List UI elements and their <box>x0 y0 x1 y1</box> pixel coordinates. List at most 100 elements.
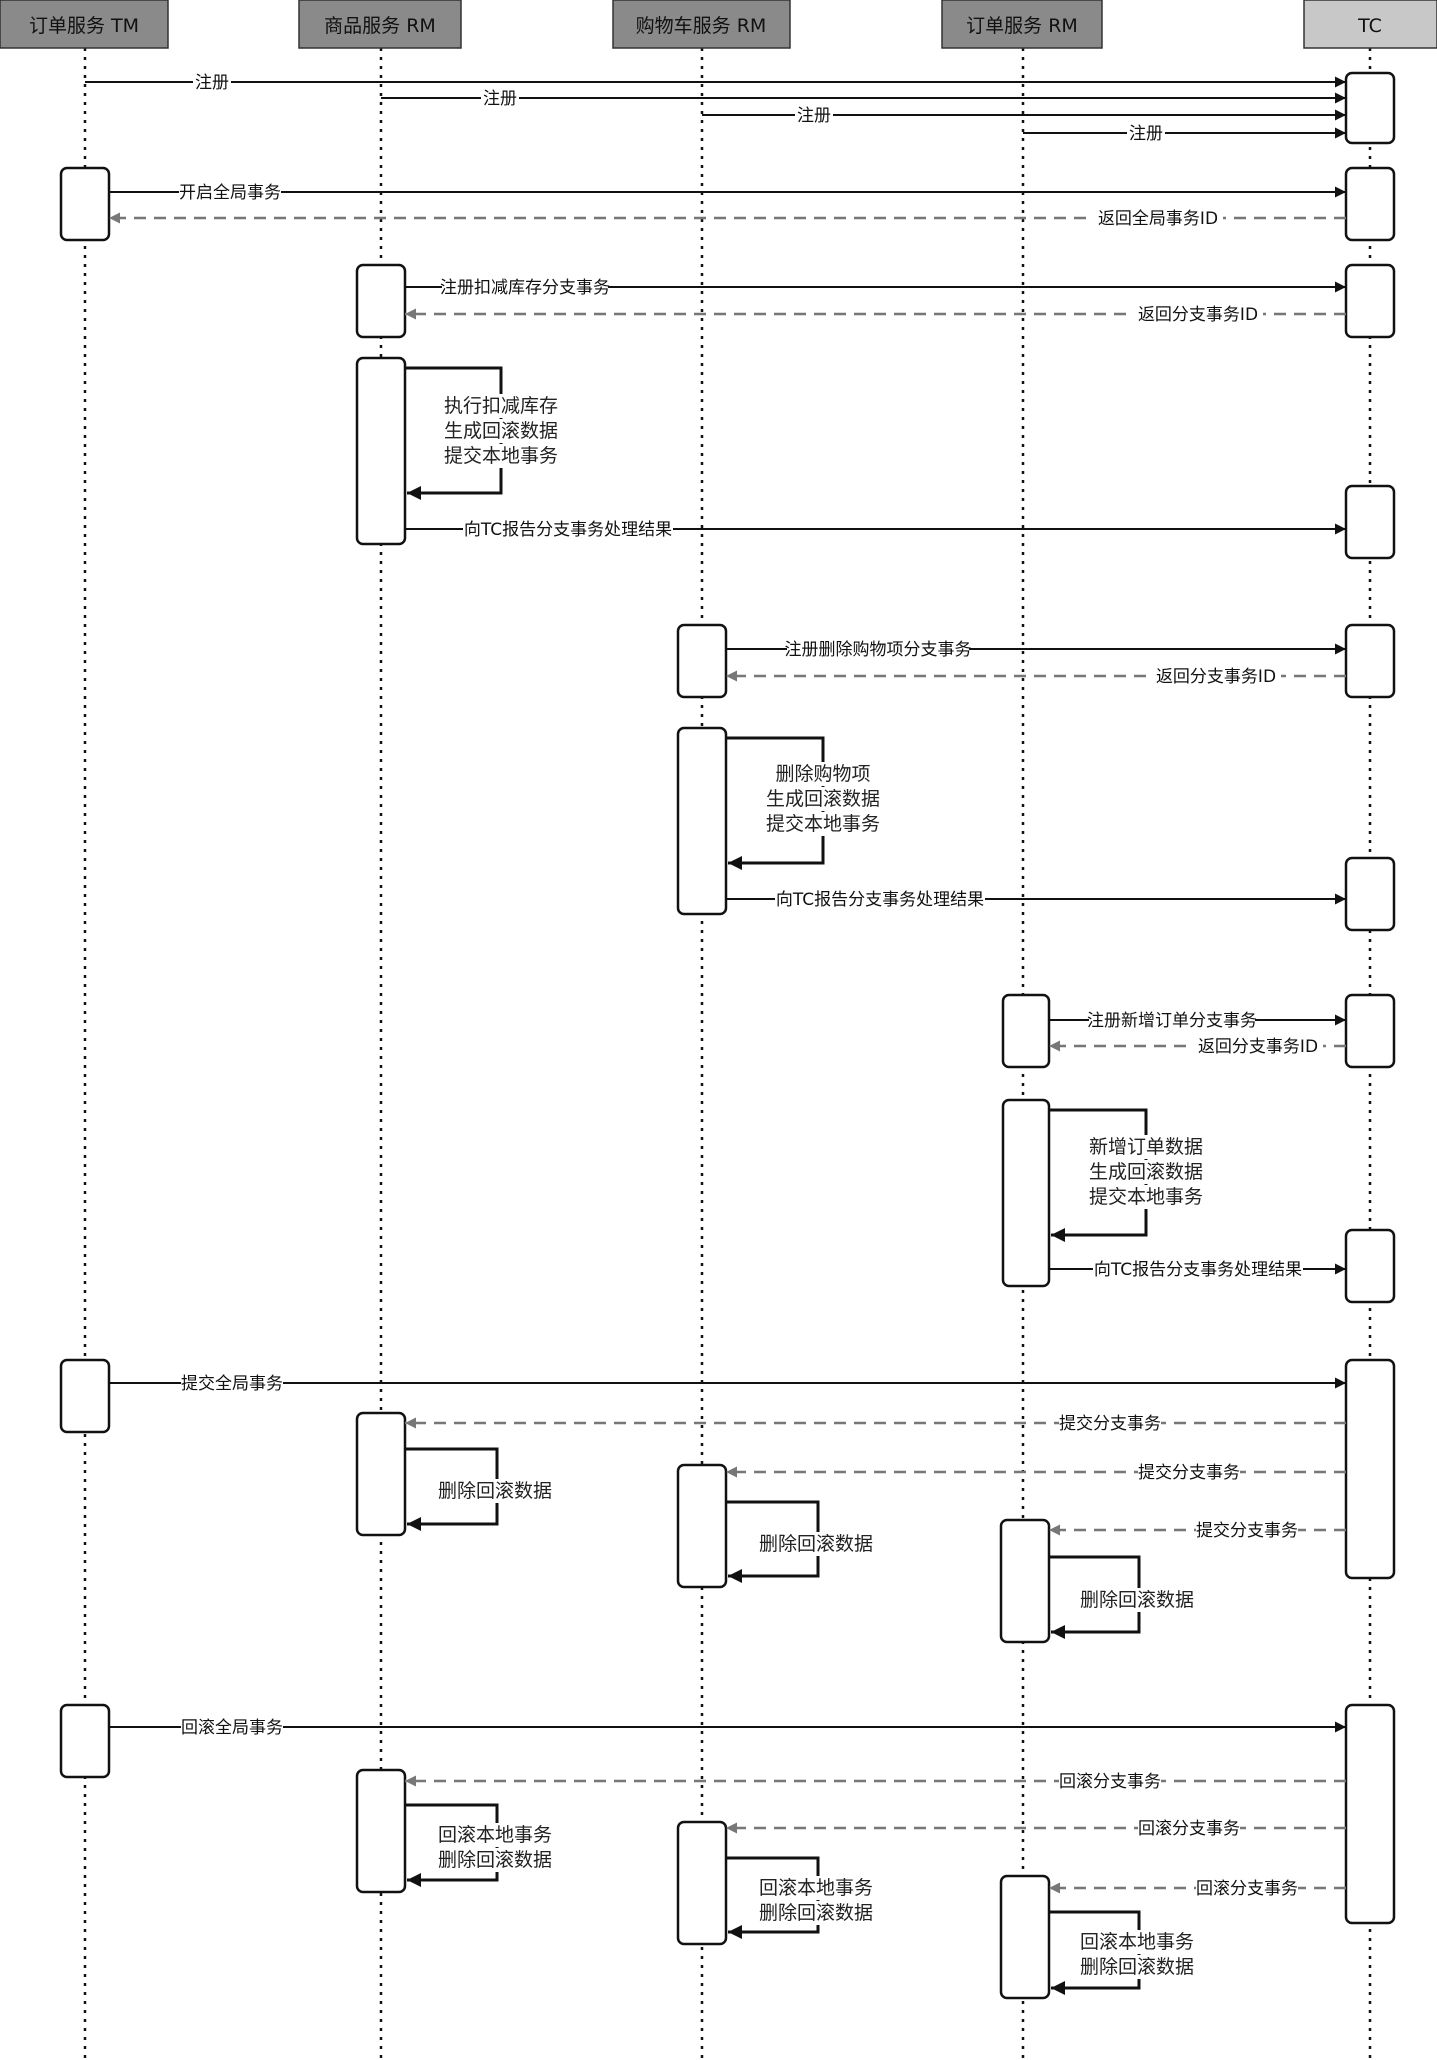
note-line: 删除回滚数据 <box>759 1902 873 1924</box>
message-label-bg <box>181 1371 283 1395</box>
message-label: 注册 <box>483 89 517 109</box>
note-line: 提交本地事务 <box>444 445 558 467</box>
message-label: 注册 <box>1129 124 1163 144</box>
message-reg-stock-branch: 注册扣减库存分支事务 <box>405 275 1346 299</box>
message-label: 提交分支事务 <box>1059 1414 1161 1434</box>
message-label: 向TC报告分支事务处理结果 <box>776 890 984 910</box>
message-reg-order-branch: 注册新增订单分支事务 <box>1049 1008 1346 1032</box>
activation-tc-begin <box>1344 166 1396 242</box>
message-reg4: 注册 <box>1023 121 1346 145</box>
note-bg <box>764 787 882 811</box>
message-report-1: 向TC报告分支事务处理结果 <box>405 517 1346 541</box>
message-rollback-branch-1: 回滚分支事务 <box>405 1769 1346 1793</box>
message-label: 开启全局事务 <box>179 183 281 203</box>
message-report-3: 向TC报告分支事务处理结果 <box>1049 1257 1346 1281</box>
message-label-bg <box>1127 121 1165 145</box>
activation-tc-commit <box>1344 1358 1396 1580</box>
note-line: 删除回滚数据 <box>1080 1956 1194 1978</box>
message-commit-branch-1: 提交分支事务 <box>405 1411 1346 1435</box>
note-bg <box>436 1848 554 1872</box>
message-label: 返回全局事务ID <box>1098 209 1218 229</box>
message-label-bg <box>775 887 985 911</box>
message-label-bg <box>481 86 519 110</box>
activation-ord-commit <box>999 1518 1051 1644</box>
activation-ord-register <box>1001 993 1051 1069</box>
activation-tc-report-1 <box>1344 484 1396 560</box>
message-label-bg <box>1138 1460 1240 1484</box>
participant-headers: 订单服务 TM 商品服务 RM 购物车服务 RM 订单服务 RM TC <box>0 0 1437 49</box>
message-label-bg <box>181 1715 283 1739</box>
message-label: 提交分支事务 <box>1196 1521 1298 1541</box>
message-label: 注册 <box>797 106 831 126</box>
activation-tc-ord-register <box>1344 993 1396 1069</box>
note-bg <box>757 1532 875 1556</box>
header-cart <box>612 0 791 49</box>
note-bg <box>757 1876 875 1900</box>
self-call-commit-cart: 删除回滚数据 <box>726 1500 875 1583</box>
message-report-2: 向TC报告分支事务处理结果 <box>726 887 1346 911</box>
message-return-branch-id-3: 返回分支事务ID <box>1049 1034 1346 1058</box>
message-label: 提交全局事务 <box>181 1374 283 1394</box>
note-bg <box>1078 1955 1196 1979</box>
note-bg <box>1087 1185 1205 1209</box>
activation-ord-rollback <box>999 1874 1051 2000</box>
note-line: 提交本地事务 <box>766 813 880 835</box>
message-label-bg <box>1059 1769 1161 1793</box>
activation-prod-local <box>355 356 407 546</box>
note-bg <box>1078 1588 1196 1612</box>
message-label-bg <box>1151 664 1281 688</box>
message-label: 向TC报告分支事务处理结果 <box>1094 1260 1302 1280</box>
note-bg <box>442 419 560 443</box>
message-label-bg <box>193 70 231 94</box>
note-bg <box>436 1823 554 1847</box>
header-tm <box>0 0 169 49</box>
message-label-bg <box>1089 1008 1255 1032</box>
activation-tm-rollback <box>59 1703 111 1779</box>
header-prod <box>298 0 462 49</box>
message-label-bg <box>795 103 833 127</box>
message-rollback-branch-2: 回滚分支事务 <box>726 1816 1346 1840</box>
message-label-bg <box>1196 1518 1298 1542</box>
activation-cart-register <box>676 623 728 699</box>
message-label-bg <box>1059 1411 1161 1435</box>
message-label: 回滚分支事务 <box>1138 1819 1240 1839</box>
note-line: 执行扣减库存 <box>444 395 558 417</box>
message-label: 向TC报告分支事务处理结果 <box>464 520 672 540</box>
message-label: 返回分支事务ID <box>1138 305 1258 325</box>
note-line: 生成回滚数据 <box>766 788 880 810</box>
message-rollback-global: 回滚全局事务 <box>109 1715 1346 1739</box>
message-reg3: 注册 <box>702 103 1346 127</box>
message-return-branch-id-1: 返回分支事务ID <box>405 302 1346 326</box>
message-label: 注册新增订单分支事务 <box>1087 1011 1257 1031</box>
note-bg <box>1078 1930 1196 1954</box>
activation-tc-report-3 <box>1344 1228 1396 1304</box>
message-label: 回滚全局事务 <box>181 1718 283 1738</box>
activation-tm-begin <box>59 166 111 242</box>
message-label: 回滚分支事务 <box>1196 1879 1298 1899</box>
note-line: 新增订单数据 <box>1089 1136 1203 1158</box>
message-rollback-branch-3: 回滚分支事务 <box>1049 1876 1346 1900</box>
activation-cart-local <box>676 726 728 916</box>
note-line: 回滚本地事务 <box>438 1824 552 1846</box>
message-label: 返回分支事务ID <box>1156 667 1276 687</box>
message-reg2: 注册 <box>381 86 1346 110</box>
note-line: 删除购物项 <box>775 763 870 785</box>
note-bg <box>757 1901 875 1925</box>
activation-cart-rollback <box>676 1820 728 1946</box>
message-label-bg <box>787 637 969 661</box>
message-commit-global: 提交全局事务 <box>109 1371 1346 1395</box>
message-label-bg <box>463 517 673 541</box>
message-label: 注册删除购物项分支事务 <box>785 640 972 660</box>
note-line: 回滚本地事务 <box>1080 1931 1194 1953</box>
self-call-commit-ord: 删除回滚数据 <box>1049 1555 1196 1639</box>
self-call-commit-prod: 删除回滚数据 <box>405 1447 554 1531</box>
message-label-bg <box>1133 302 1263 326</box>
note-line: 删除回滚数据 <box>438 1849 552 1871</box>
